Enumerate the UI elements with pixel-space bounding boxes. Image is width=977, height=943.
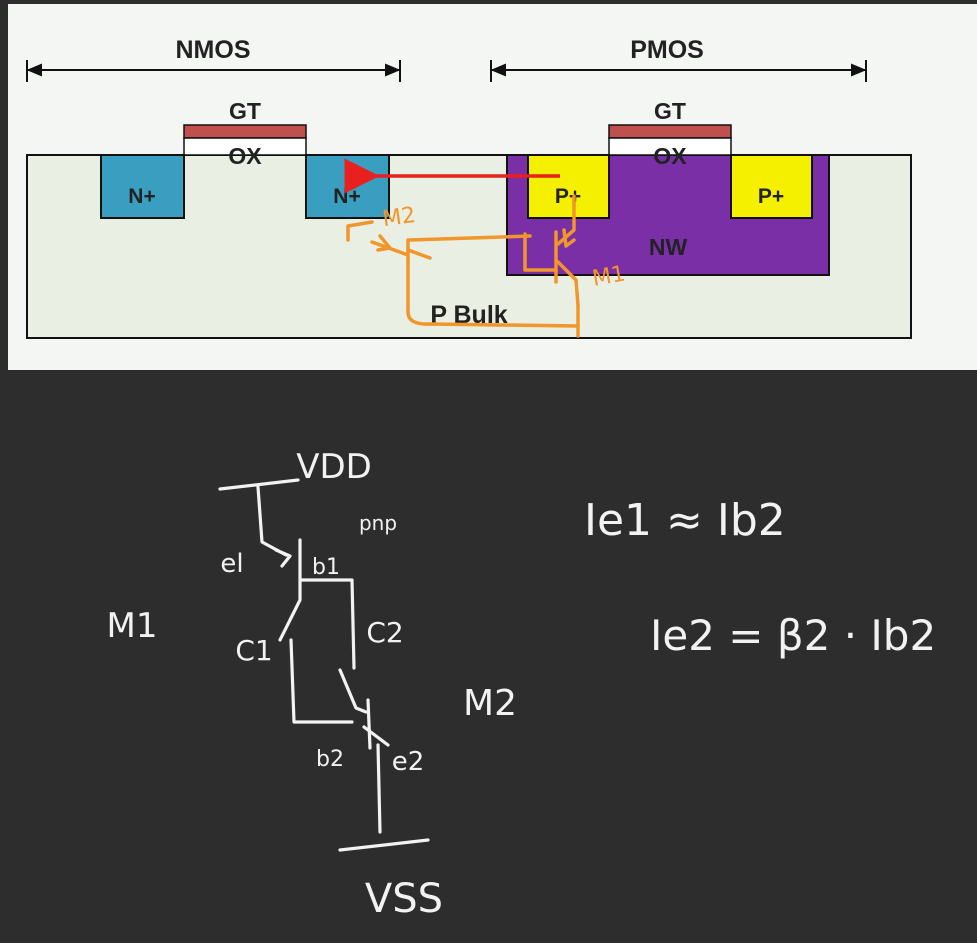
m1-label: M1: [107, 606, 158, 646]
nwell-label: NW: [649, 234, 688, 260]
annotation-m2: M2: [381, 203, 417, 232]
pmos-oxide: [608, 137, 732, 156]
equation-2: Ie2 = β2 · Ib2: [650, 611, 936, 660]
nmos-label: NMOS: [176, 36, 251, 64]
e1-label: el: [220, 549, 243, 579]
p-plus-right: [730, 154, 813, 219]
m2-label: M2: [463, 683, 517, 724]
pnp-label: pnp: [359, 511, 397, 535]
p-plus-left: [527, 154, 610, 219]
b1-label: b1: [312, 555, 340, 580]
handwritten-schematic: [218, 478, 430, 852]
nmos-oxide-label: OX: [228, 143, 262, 169]
pmos-dimension-line: [490, 60, 867, 82]
n-plus-left-label: N+: [128, 185, 155, 208]
e2-label: e2: [392, 747, 425, 777]
nmos-oxide: [183, 137, 307, 156]
b2-label: b2: [316, 747, 344, 772]
nmos-gate-label: GT: [229, 98, 261, 124]
p-plus-left-label: P+: [555, 185, 581, 208]
pmos-oxide-label: OX: [653, 143, 687, 169]
vss-label: VSS: [365, 876, 443, 922]
parasitic-bjt-sketch: [346, 194, 580, 338]
equation-1: Ie1 ≈ Ib2: [584, 495, 786, 546]
pmos-gate: [608, 124, 732, 139]
p-plus-right-label: P+: [758, 185, 784, 208]
c2-label: C2: [366, 616, 403, 649]
pmos-label: PMOS: [630, 36, 704, 64]
pmos-gate-label: GT: [654, 98, 686, 124]
c1-label: C1: [235, 634, 272, 667]
vdd-label: VDD: [296, 447, 372, 487]
n-plus-left: [100, 154, 185, 219]
n-plus-right-label: N+: [333, 185, 360, 208]
nmos-gate: [183, 124, 307, 139]
annotation-m1: M1: [590, 261, 627, 291]
nmos-dimension-line: [26, 60, 401, 82]
